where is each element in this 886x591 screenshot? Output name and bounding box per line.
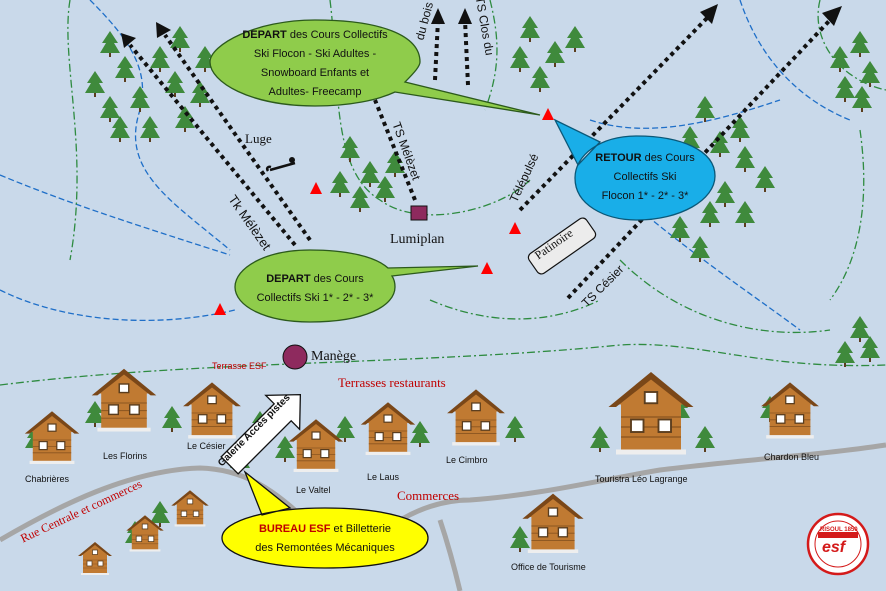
chalet-label-le-valtel: Le Valtel [296,485,331,495]
esf-logo [806,512,870,576]
chalet-label-le-laus: Le Laus [367,472,400,482]
manege-label: Manège [311,349,357,364]
patinoire-box [527,217,597,275]
chalet-label-les-florins: Les Florins [103,451,148,461]
chalet-label-chabrieres: Chabrières [25,474,70,484]
galerie-arrow [220,393,302,475]
sled-icon [265,157,296,172]
lumiplan-label: Lumiplan [390,232,445,247]
lumiplan-marker [410,205,428,221]
chalet-label-touristra: Touristra Léo Lagrange [595,474,688,484]
chalet-label-le-cesier: Le Césier [187,441,226,451]
bubble-shapes [209,19,716,569]
chalet-label-office-tourisme: Office de Tourisme [511,562,586,572]
terrasse-esf-label: Terrasse ESF [212,361,267,371]
terrasses-restaurants-label: Terrasses restaurants [338,375,446,390]
logo-esf-text: esf [822,539,846,556]
chalet-label-chardon-bleu: Chardon Bleu [764,452,820,462]
chalet-label-le-cimbro: Le Cimbro [446,455,488,465]
bubble-depart-flocon: DEPART des Cours Collectifs Ski Flocon -… [242,29,388,98]
manege-marker [282,344,308,370]
commerces-label: Commerces [397,488,460,503]
lift-arrowheads [121,4,842,48]
bubble-bureau: BUREAU ESF et Billetterie des Remontées … [255,523,395,554]
bubble-depart-ski: DEPART des Cours Collectifs Ski 1* - 2* … [256,273,374,304]
bubble-retour: RETOUR des Cours Collectifs Ski Flocon 1… [595,152,695,202]
ski-lifts [128,13,832,300]
logo-top-text: RISOUL 1850 [820,527,858,533]
meeting-markers [214,108,554,315]
luge-label: Luge [245,131,272,146]
